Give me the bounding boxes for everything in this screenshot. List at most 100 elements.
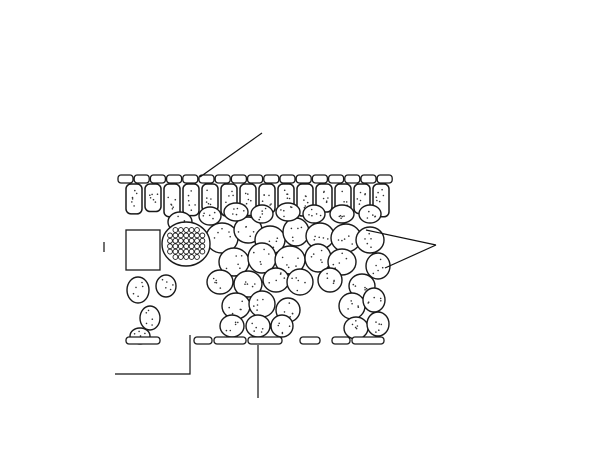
xylem-cell [178, 238, 183, 243]
chloroplast-dot [291, 207, 293, 209]
xylem-cell [200, 244, 205, 249]
spongy-cell [318, 268, 342, 292]
chloroplast-dot [262, 213, 264, 215]
lower-epidermis-cell [332, 337, 350, 344]
chloroplast-dot [149, 194, 151, 196]
chloroplast-dot [131, 201, 133, 203]
chloroplast-dot [286, 193, 288, 195]
chloroplast-dot [358, 306, 360, 308]
chloroplast-dot [191, 209, 193, 211]
chloroplast-dot [378, 323, 380, 325]
upper-epidermis-cell [329, 175, 344, 183]
chloroplast-dot [214, 237, 216, 239]
spongy-cell [303, 205, 325, 223]
chloroplast-dot [368, 211, 370, 213]
chloroplast-dot [262, 299, 264, 301]
chloroplast-dot [206, 190, 208, 192]
chloroplast-dot [382, 267, 384, 269]
spongy-cell [249, 291, 275, 317]
chloroplast-dot [380, 259, 382, 261]
chloroplast-dot [153, 199, 155, 201]
chloroplast-dot [305, 205, 307, 207]
xylem-cell [173, 249, 178, 254]
chloroplast-dot [304, 282, 306, 284]
spongy-cell [287, 269, 313, 295]
chloroplast-dot [351, 243, 353, 245]
chloroplast-dot [373, 297, 375, 299]
chloroplast-dot [232, 213, 234, 215]
xylem-cell [195, 238, 200, 243]
spongy-cell [207, 270, 233, 294]
xylem-cell [173, 244, 178, 249]
chloroplast-dot [212, 218, 214, 220]
chloroplast-dot [323, 192, 325, 194]
chloroplast-dot [134, 190, 136, 192]
xylem-cell [173, 228, 178, 233]
chloroplast-dot [321, 262, 323, 264]
chloroplast-dot [261, 331, 263, 333]
chloroplast-dot [133, 205, 135, 207]
xylem-cell [178, 233, 183, 238]
chloroplast-dot [311, 215, 313, 217]
chloroplast-dot [301, 227, 303, 229]
chloroplast-dot [253, 252, 255, 254]
spongy-cell [367, 312, 389, 336]
xylem-cell [195, 249, 200, 254]
chloroplast-dot [188, 200, 190, 202]
chloroplast-dot [210, 204, 212, 206]
chloroplast-dot [239, 267, 241, 269]
chloroplast-dot [233, 208, 235, 210]
chloroplast-dot [214, 282, 216, 284]
spongy-cell [330, 205, 354, 223]
chloroplast-dot [367, 217, 369, 219]
chloroplast-dot [172, 284, 174, 286]
upper-epidermis-cell [167, 175, 182, 183]
chloroplast-dot [343, 201, 345, 203]
chloroplast-dot [151, 194, 153, 196]
chloroplast-dot [220, 287, 222, 289]
chloroplast-dot [338, 239, 340, 241]
chloroplast-dot [376, 196, 378, 198]
chloroplast-dot [364, 289, 366, 291]
chloroplast-dot [217, 232, 219, 234]
chloroplast-dot [377, 270, 379, 272]
xylem-cell [189, 238, 194, 243]
chloroplast-dot [327, 238, 329, 240]
chloroplast-dot [132, 198, 134, 200]
chloroplast-dot [262, 328, 264, 330]
chloroplast-dot [292, 240, 294, 242]
chloroplast-dot [323, 237, 325, 239]
chloroplast-dot [318, 237, 320, 239]
spongy-cell [156, 275, 176, 297]
chloroplast-dot [321, 250, 323, 252]
lower-epidermis-cell [126, 337, 160, 344]
xylem-cell [195, 244, 200, 249]
upper-epidermis-cell [231, 175, 246, 183]
xylem-cell [195, 233, 200, 238]
spongy-cell [276, 203, 300, 221]
chloroplast-dot [357, 198, 359, 200]
lower-epidermis-cell [214, 337, 246, 344]
chloroplast-dot [340, 215, 342, 217]
lower-epidermis [126, 337, 384, 344]
chloroplast-dot [152, 318, 154, 320]
chloroplast-dot [355, 285, 357, 287]
chloroplast-dot [263, 249, 265, 251]
chloroplast-dot [351, 303, 353, 305]
upper-epidermis-cell [183, 175, 198, 183]
chloroplast-dot [305, 195, 307, 197]
chloroplast-dot [366, 288, 368, 290]
chloroplast-dot [353, 284, 355, 286]
chloroplast-dot [135, 287, 137, 289]
chloroplast-dot [341, 191, 343, 193]
chloroplast-dot [278, 323, 280, 325]
chloroplast-dot [256, 309, 258, 311]
spongy-mesophyll [127, 203, 390, 344]
chloroplast-dot [133, 293, 135, 295]
chloroplast-dot [206, 197, 208, 199]
xylem-cell [178, 249, 183, 254]
chloroplast-dot [341, 253, 343, 255]
spongy-cell [339, 293, 365, 319]
xylem-cell [168, 249, 173, 254]
